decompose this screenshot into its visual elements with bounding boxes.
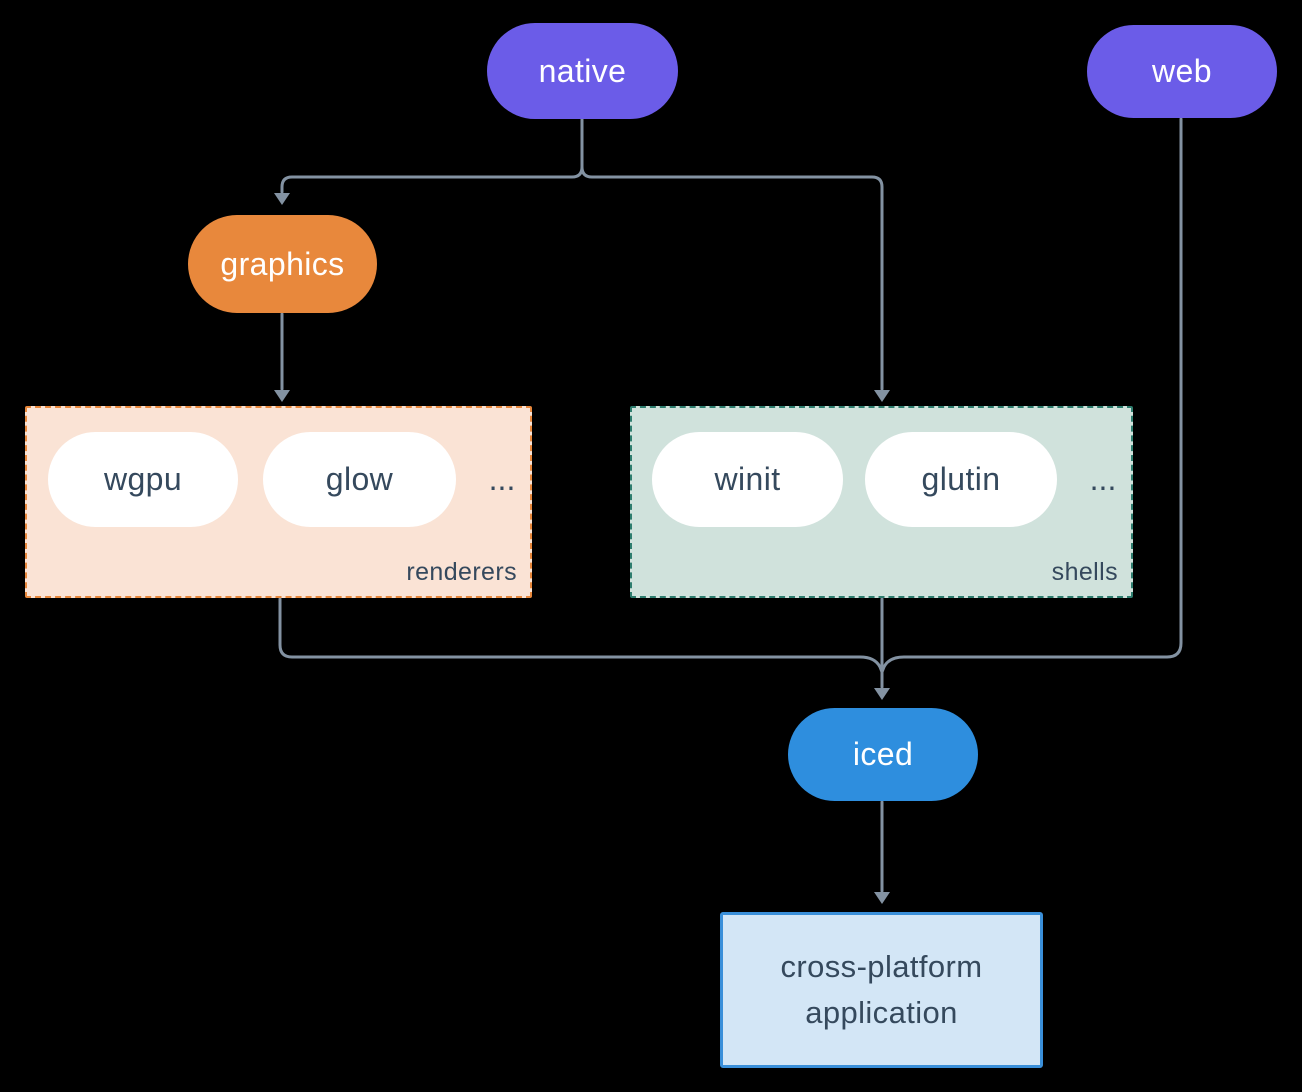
node-winit-label: winit (714, 461, 781, 497)
group-shells: winit glutin ... shells (630, 406, 1133, 598)
connector-renderers-to-iced (278, 597, 884, 674)
renderers-ellipsis: ... (488, 461, 516, 497)
group-renderers: wgpu glow ... renderers (25, 406, 532, 598)
node-wgpu: wgpu (48, 432, 238, 527)
connector-native-to-graphics (280, 118, 584, 194)
connector-web-to-iced (880, 117, 1183, 674)
node-glow: glow (263, 432, 456, 527)
node-graphics: graphics (188, 215, 377, 313)
arrowhead-into-application (874, 892, 890, 904)
node-native-label: native (538, 52, 627, 89)
node-application-label: cross-platform application (780, 948, 983, 1031)
arrowhead-into-graphics (274, 193, 290, 205)
connector-native-to-shells (580, 118, 884, 391)
arrowhead-into-iced (874, 688, 890, 700)
shells-ellipsis: ... (1089, 461, 1117, 497)
node-glutin: glutin (865, 432, 1057, 527)
node-web: web (1087, 25, 1277, 118)
node-cross-platform-application: cross-platform application (720, 912, 1043, 1068)
arrowhead-into-renderers-box (274, 390, 290, 402)
node-native: native (487, 23, 678, 119)
node-wgpu-label: wgpu (103, 461, 183, 497)
renderers-group-label: renderers (406, 558, 517, 586)
node-iced: iced (788, 708, 978, 801)
node-glutin-label: glutin (921, 461, 1001, 497)
node-glow-label: glow (325, 461, 394, 497)
node-iced-label: iced (852, 736, 914, 772)
arrowhead-into-shells-box (874, 390, 890, 402)
node-graphics-label: graphics (220, 245, 345, 282)
node-winit: winit (652, 432, 843, 527)
shells-group-label: shells (1051, 558, 1118, 586)
node-web-label: web (1152, 53, 1212, 89)
